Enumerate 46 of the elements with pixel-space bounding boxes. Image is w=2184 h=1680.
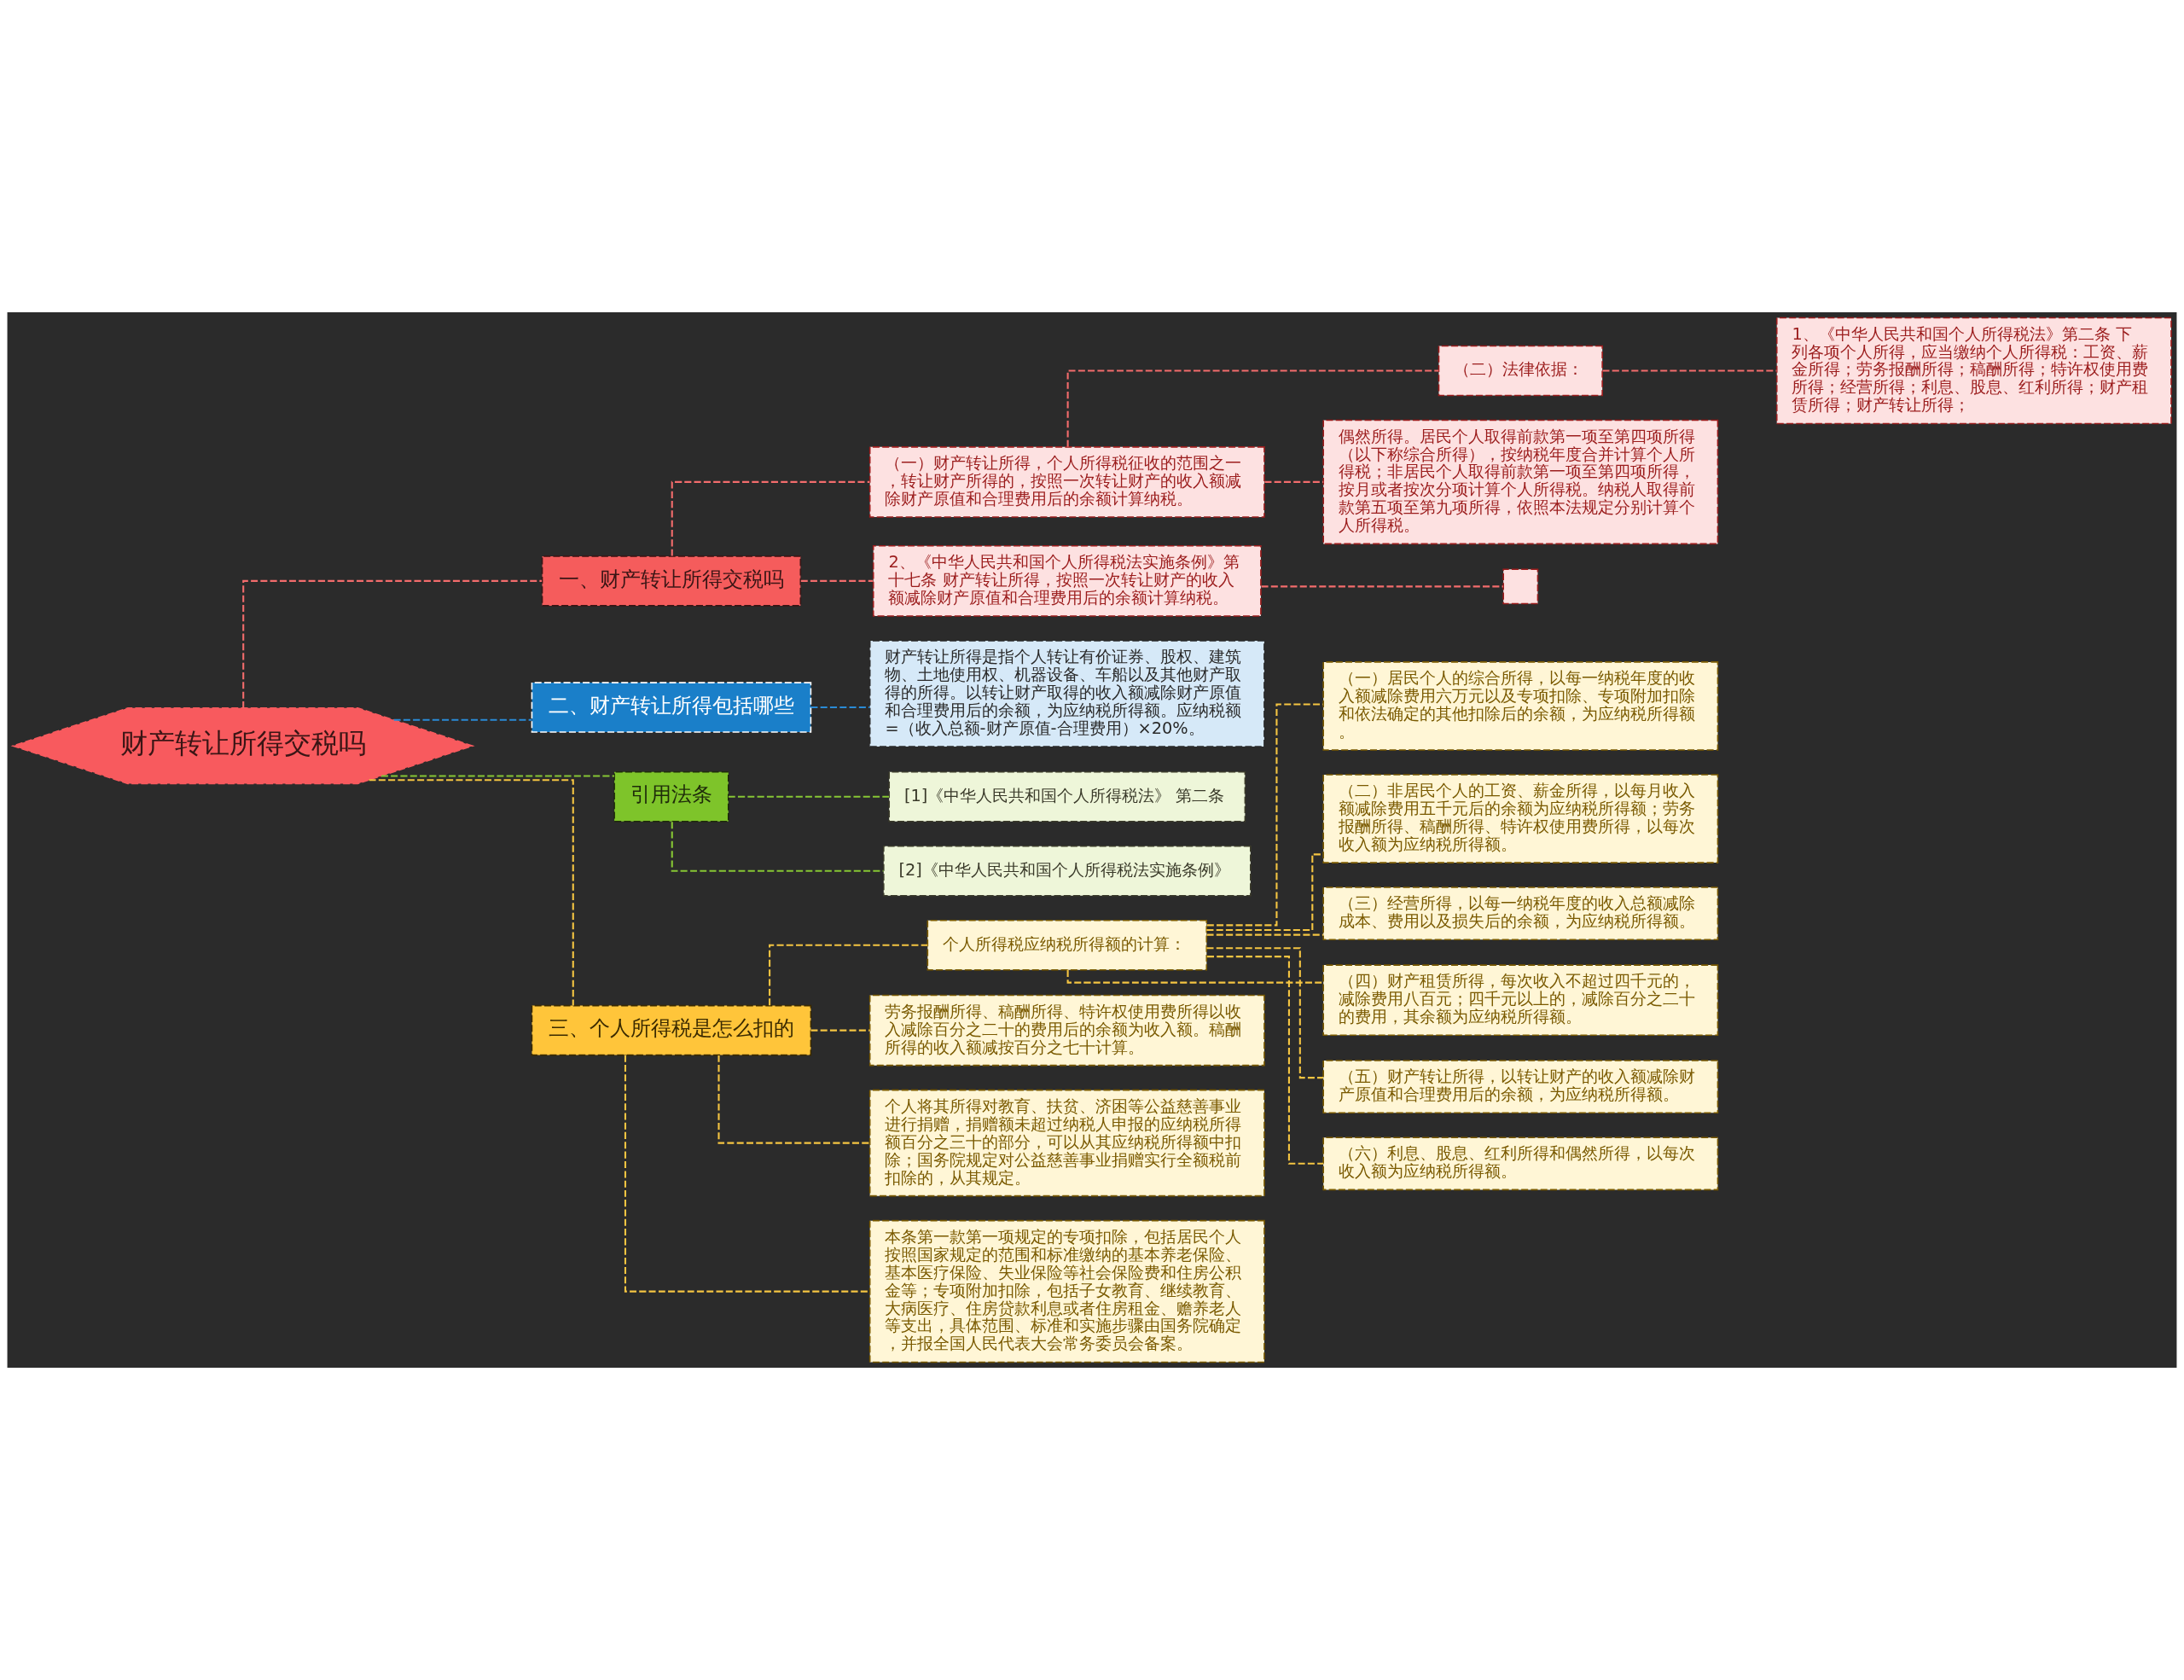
connector (1206, 933, 1324, 936)
connector (1206, 956, 1323, 1165)
node-box: 偶然所得。居民个人取得前款第一项至第四项所得（以下称综合所得），按纳税年度合并计算个人所得税；非居民个人取得前款第一项至第四项所得，按月或者按次分项计算个人所得税。纳税人取得前款第五项至第九项所得，依照本法规定分别计算个人所得税。 (1322, 419, 1719, 545)
connector (671, 480, 870, 556)
connector (1206, 703, 1323, 927)
connector (728, 795, 890, 798)
connector (1206, 853, 1323, 932)
node-box: 劳务报酬所得、稿酬所得、特许权使用费所得以收入减除百分之二十的费用后的余额为收入额。稿酬所得的收入额减按百分之七十计算。 (868, 994, 1265, 1067)
connector (1066, 369, 1439, 447)
connector (393, 718, 532, 721)
connector (810, 1029, 870, 1032)
connector (242, 579, 543, 708)
connector (810, 706, 870, 709)
connector (717, 1055, 870, 1144)
node-box: （五）财产转让所得，以转让财产的收入额减除财产原值和合理费用后的余额，为应纳税所得额。 (1322, 1060, 1719, 1114)
node-box: （六）利息、股息、红利所得和偶然所得，以每次收入额为应纳税所得额。 (1322, 1136, 1719, 1191)
node-box: 个人将其所得对教育、扶贫、济困等公益慈善事业进行捐赠，捐赠额未超过纳税人申报的应纳税所得额百分之三十的部分，可以从其应纳税所得额中扣除；国务院规定对公益慈善事业捐赠实行全额税前扣除的，从其规定。 (868, 1089, 1265, 1197)
node-box: 1、《中华人民共和国个人所得税法》第二条 下列各项个人所得，应当缴纳个人所得税：工资、薪金所得；劳务报酬所得；稿酬所得；特许权使用费所得；经营所得；利息、股息、红利所得；财产租赁所得；财产转让所得； (1775, 317, 2172, 425)
connector (369, 779, 574, 1006)
connector (1261, 585, 1503, 588)
node-box: （一）居民个人的综合所得，以每一纳税年度的收入额减除费用六万元以及专项扣除、专项附加扣除和依法确定的其他扣除后的余额，为应纳税所得额。 (1322, 661, 1719, 751)
node-box: （二）法律依据： (1438, 345, 1603, 397)
node-box: （四）财产租赁所得，每次收入不超过四千元的，减除费用八百元；四千元以上的，减除百分之二十的费用，其余额为应纳税所得额。 (1322, 964, 1719, 1037)
node-box: 本条第一款第一项规定的专项扣除，包括居民个人按照国家规定的范围和标准缴纳的基本养老保险、基本医疗保险、失业保险等社会保险费和住房公积金等；专项附加扣除，包括子女教育、继续教育、大病医疗、住房贷款利息或者住房租金、赡养老人等支出，具体范围、标准和实施步骤由国务院确定，并报全国人民代表大会常务委员会备案。 (868, 1219, 1265, 1363)
connector (381, 775, 615, 777)
node-box: 三、个人所得税是怎么扣的 (531, 1004, 812, 1056)
connector (1206, 947, 1323, 1079)
connector (624, 1055, 870, 1293)
node-box: 2、《中华人民共和国个人所得税法实施条例》第十七条 财产转让所得，按照一次转让财产的收入额减除财产原值和合理费用后的余额计算纳税。 (872, 545, 1262, 617)
node-box: （三）经营所得，以每一纳税年度的收入总额减除成本、费用以及损失后的余额，为应纳税所得额。 (1322, 887, 1719, 941)
connector (1264, 480, 1324, 483)
node-box: [1]《中华人民共和国个人所得税法》 第二条 (888, 770, 1246, 823)
node-box: 一、财产转让所得交税吗 (541, 555, 802, 607)
node-box: 个人所得税应纳税所得额的计算： (926, 919, 1208, 971)
node-box: [2]《中华人民共和国个人所得税法实施条例》 (883, 845, 1252, 897)
connector (800, 579, 874, 582)
node-box (1502, 568, 1539, 605)
node-box: 财产转让所得是指个人转让有价证券、股权、建筑物、土地使用权、机器设备、车船以及其他财产取得的所得。以转让财产取得的收入额减除财产原值和合理费用后的余额，为应纳税所得额。应纳税额=（收入总额-财产原值-合理费用）×20%。 (868, 640, 1265, 747)
node-box: 二、财产转让所得包括哪些 (531, 682, 812, 733)
node-box: 引用法条 (613, 770, 729, 823)
connector (671, 822, 884, 872)
connector (1602, 369, 1777, 372)
connector (769, 944, 928, 1006)
connector (1066, 969, 1324, 984)
node-box: （一）财产转让所得，个人所得税征收的范围之一，转让财产所得的，按照一次转让财产的收入额减除财产原值和合理费用后的余额计算纳税。 (868, 446, 1265, 518)
node-box: （二）非居民个人的工资、薪金所得，以每月收入额减除费用五千元后的余额为应纳税所得额；劳务报酬所得、稿酬所得、特许权使用费所得，以每次收入额为应纳税所得额。 (1322, 774, 1719, 863)
